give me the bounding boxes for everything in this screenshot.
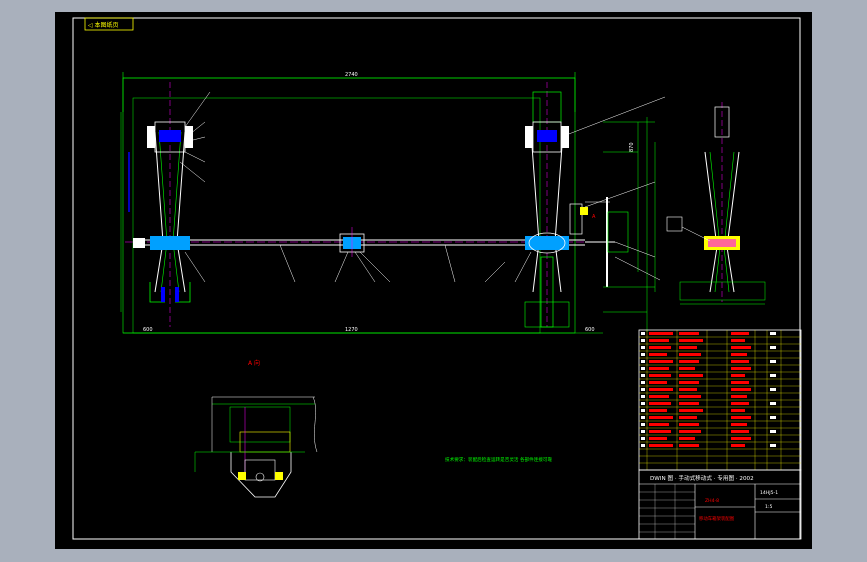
title-main: DWIN 图 · 手动式移动式 · 专用图 · 2002 bbox=[650, 474, 754, 482]
dim-total: 2740 bbox=[345, 72, 358, 78]
hand-crank: A bbox=[569, 197, 629, 287]
technical-note: 技术要求：装配后检查运转是否灵活 各部件连接可靠 bbox=[445, 456, 553, 463]
a-view: A 向 bbox=[194, 359, 318, 498]
drawing-svg: ◁ 本图纸页 2740 600 1270 600 bbox=[72, 17, 802, 540]
dim-left: 600 bbox=[143, 327, 153, 333]
scale: 1:5 bbox=[765, 504, 772, 510]
dim-bottom: 1270 bbox=[345, 327, 358, 333]
part-name-b: 移动车箱架装配图 bbox=[699, 515, 735, 522]
left-wheel-assembly bbox=[133, 82, 193, 327]
part-name-a: ZH4-8 bbox=[705, 498, 719, 504]
dim-height: 870 bbox=[629, 142, 635, 152]
middle-coupling bbox=[339, 227, 365, 257]
right-wheel-assembly bbox=[524, 82, 570, 328]
side-view bbox=[666, 102, 766, 305]
view-label: A 向 bbox=[248, 359, 260, 367]
dim-right: 600 bbox=[585, 327, 595, 333]
sheet-border bbox=[72, 17, 801, 540]
svg-text:A: A bbox=[592, 214, 596, 220]
front-view: 2740 600 1270 600 bbox=[120, 72, 666, 334]
drawing-number: 14HJ5-1 bbox=[760, 490, 778, 496]
title-block: DWIN 图 · 手动式移动式 · 专用图 · 2002 ZH4-8 移动车箱架… bbox=[638, 469, 802, 540]
parts-list-table bbox=[638, 329, 802, 471]
corner-tag-box bbox=[84, 17, 134, 31]
drawing-canvas[interactable]: ◁ 本图纸页 2740 600 1270 600 bbox=[55, 12, 812, 549]
corner-tag: ◁ 本图纸页 bbox=[88, 21, 119, 29]
